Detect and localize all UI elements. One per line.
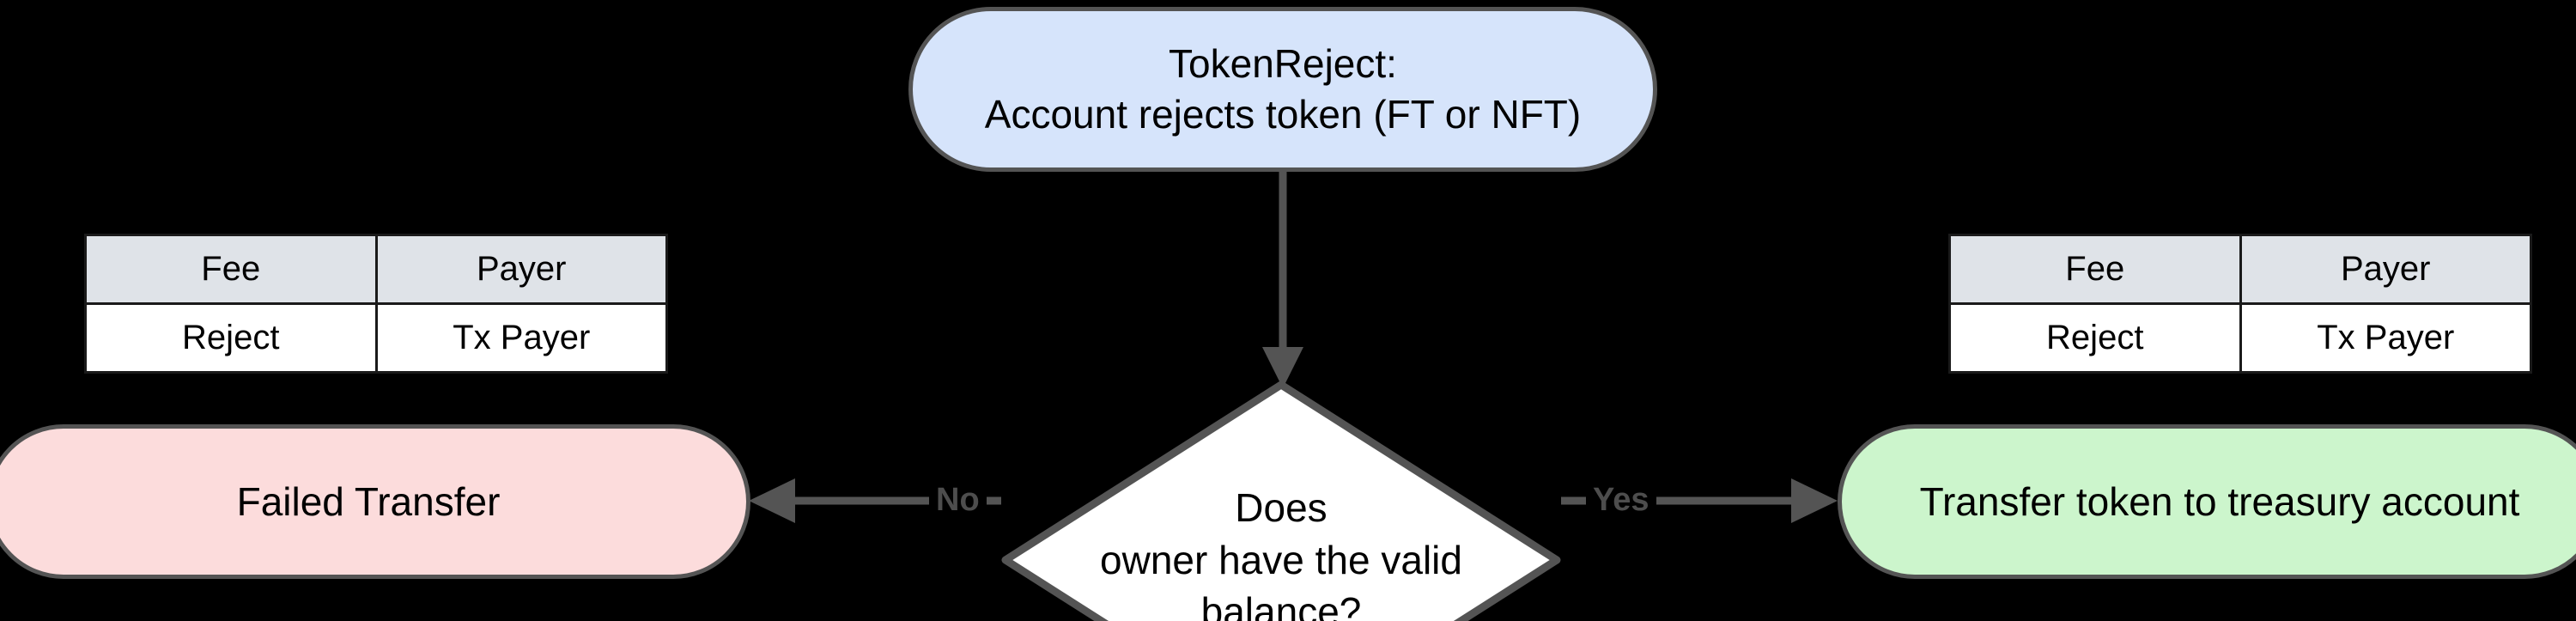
fee-table-left-cell-payer: Tx Payer: [374, 302, 668, 374]
fee-table-right-row: Reject Tx Payer: [1948, 302, 2532, 374]
node-decision-label: Does owner have the valid balance?: [1100, 484, 1462, 621]
fee-table-left-row: Reject Tx Payer: [84, 302, 668, 374]
fee-table-left-cell-fee: Reject: [84, 302, 378, 374]
fee-table-right-header-fee: Fee: [1948, 234, 2242, 305]
fee-table-left-header-payer: Payer: [374, 234, 668, 305]
fee-table-right-header-row: Fee Payer: [1948, 234, 2532, 305]
fee-table-left-header-fee: Fee: [84, 234, 378, 305]
node-transfer-treasury[interactable]: Transfer token to treasury account: [1838, 424, 2576, 579]
node-transfer-treasury-label: Transfer token to treasury account: [1919, 478, 2520, 524]
edge-label-yes: Yes: [1586, 484, 1656, 516]
fee-table-right-cell-payer: Tx Payer: [2239, 302, 2532, 374]
node-tokenreject-text: TokenReject: Account rejects token (FT o…: [985, 39, 1581, 140]
diamond-shape: [1001, 381, 1561, 621]
fee-table-right-header-payer: Payer: [2239, 234, 2532, 305]
fee-table-right-cell-fee: Reject: [1948, 302, 2242, 374]
fee-table-left-header-row: Fee Payer: [84, 234, 668, 305]
node-tokenreject-start[interactable]: TokenReject: Account rejects token (FT o…: [908, 7, 1657, 172]
edge-start-to-decision: [1262, 172, 1303, 388]
node-failed-transfer-label: Failed Transfer: [236, 478, 501, 524]
fee-table-right: Fee Payer Reject Tx Payer: [1948, 234, 2532, 374]
node-decision-valid-balance[interactable]: Does owner have the valid balance?: [1001, 381, 1561, 621]
node-failed-transfer[interactable]: Failed Transfer: [0, 424, 750, 579]
edge-label-no: No: [929, 484, 987, 516]
node-tokenreject-line2: Account rejects token (FT or NFT): [984, 92, 1582, 137]
node-tokenreject-line1: TokenReject:: [1169, 41, 1397, 87]
fee-table-left: Fee Payer Reject Tx Payer: [84, 234, 668, 374]
